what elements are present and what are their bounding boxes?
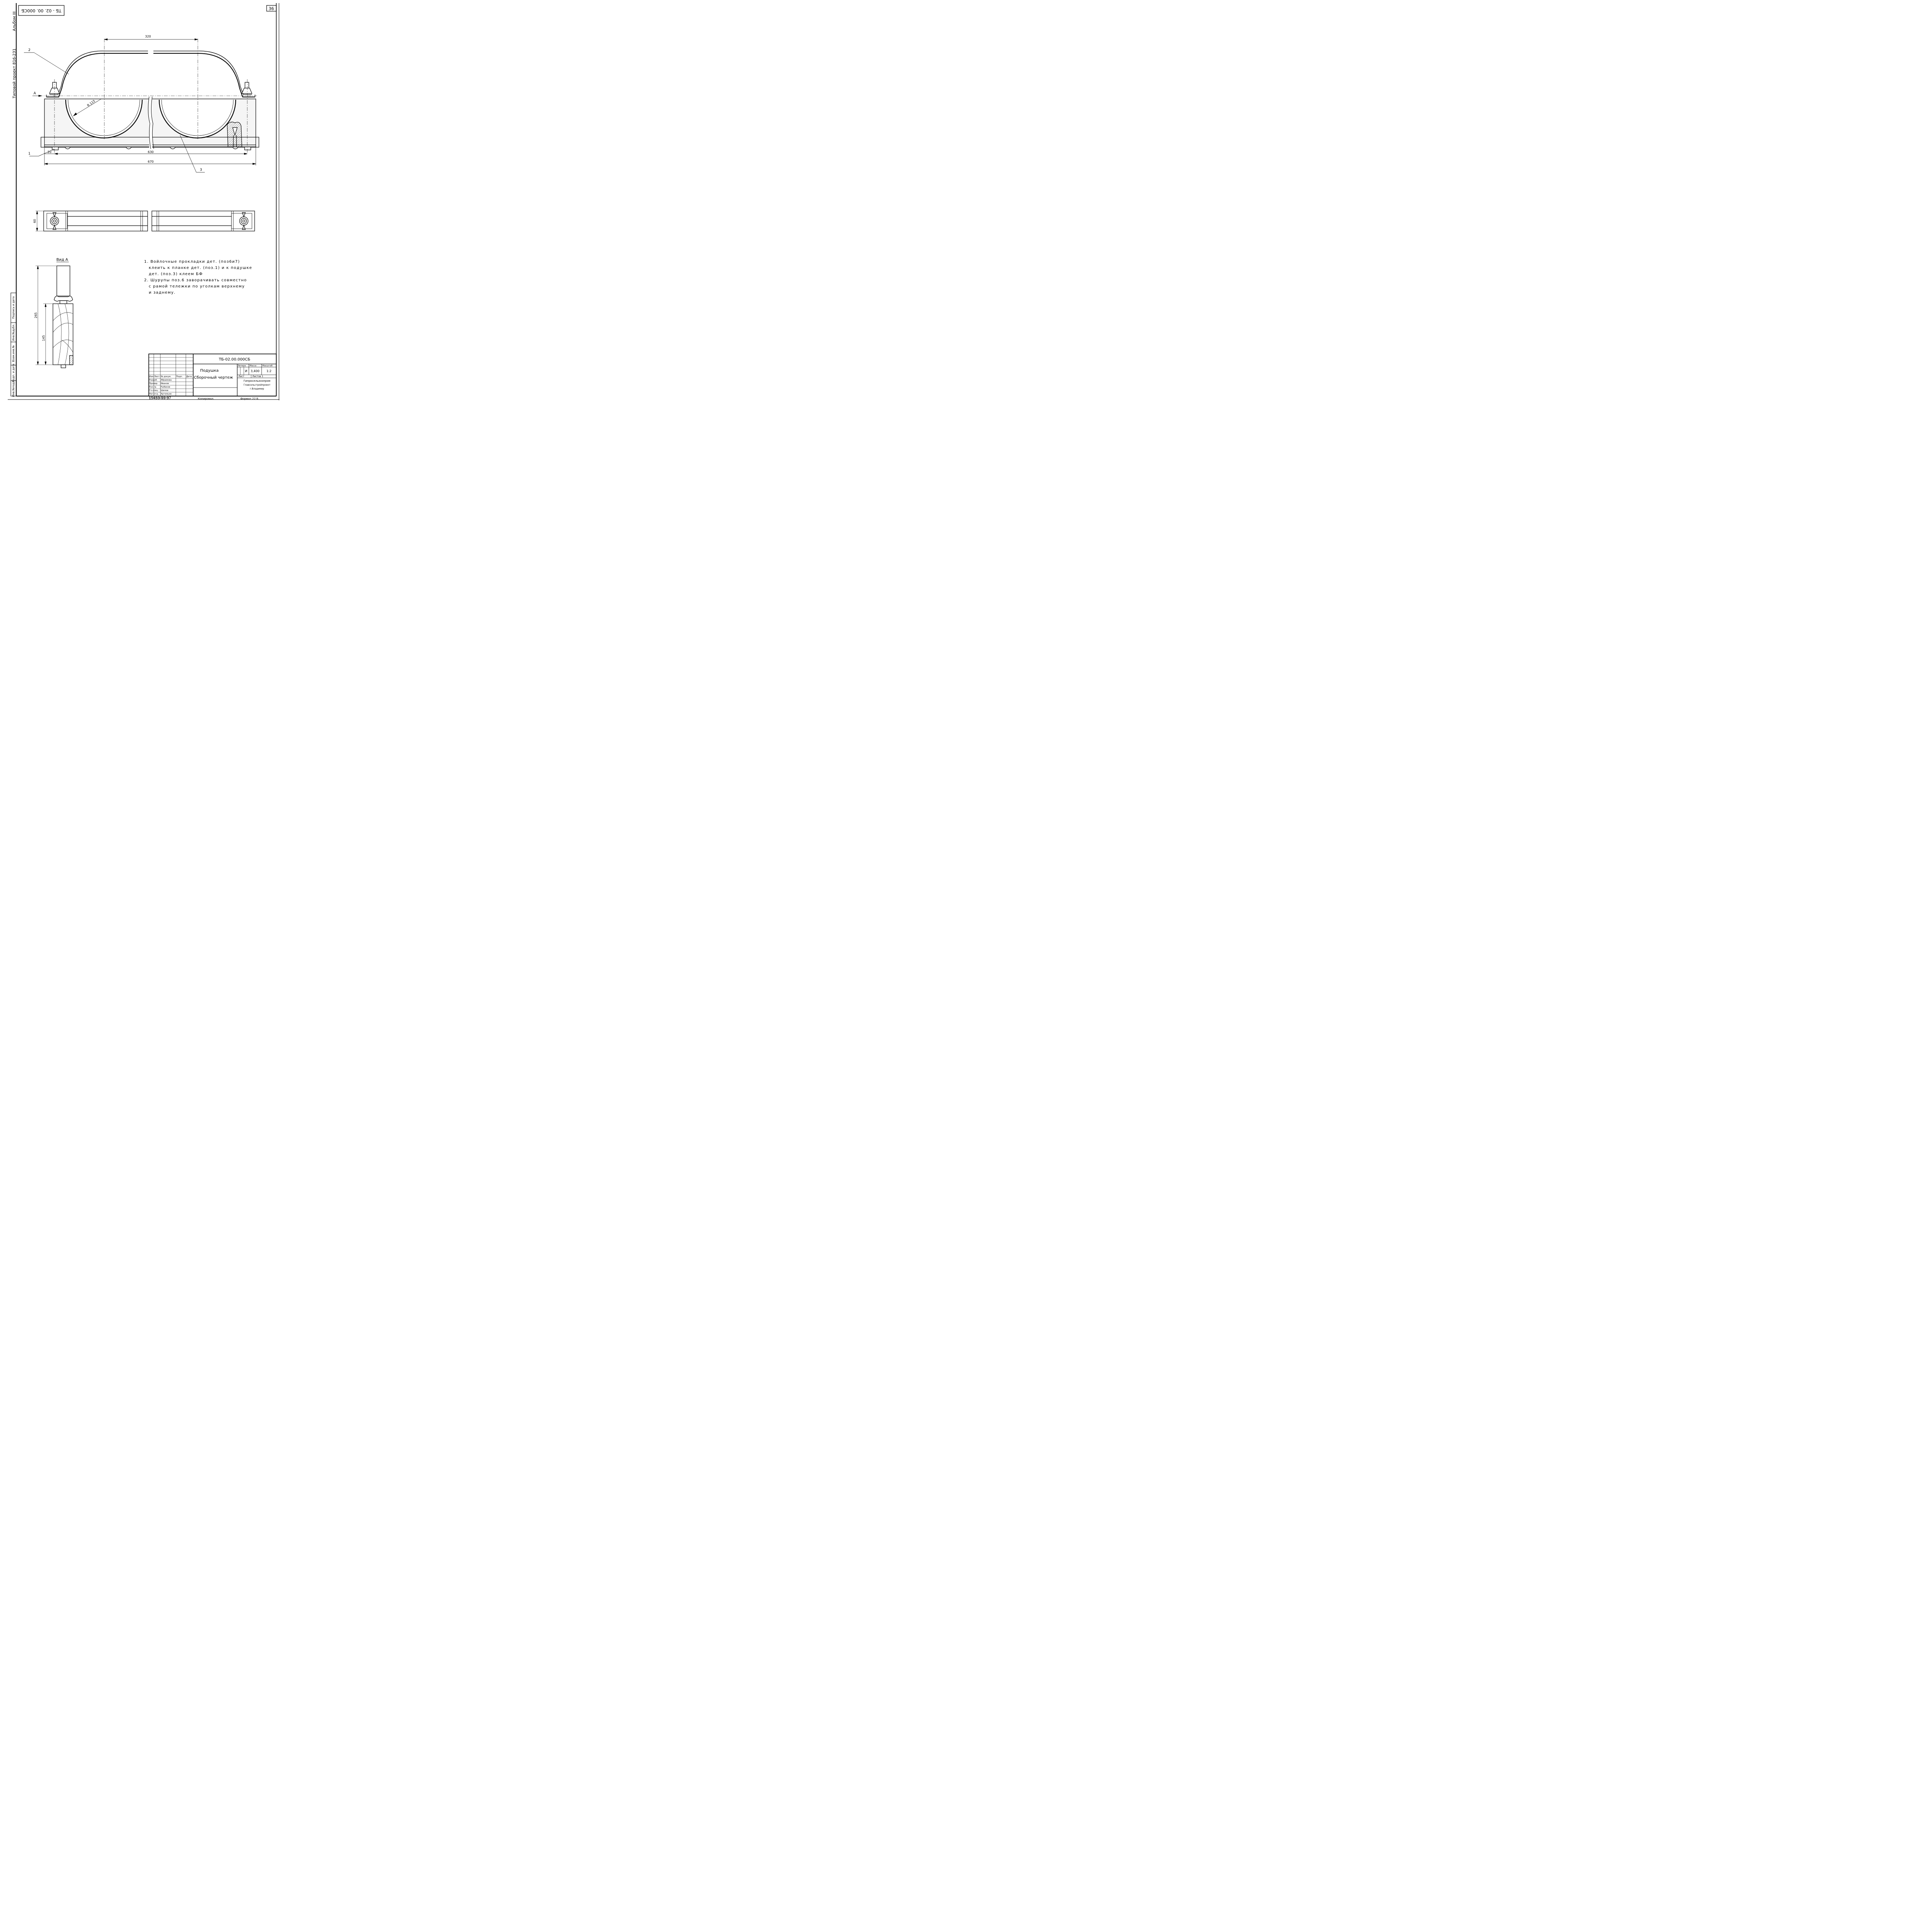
note-line-3: дет. (поз.3) клеем БФ (149, 272, 203, 276)
technical-notes: 1. Войлочные прокладки дет. (поз6и7) кле… (144, 260, 252, 295)
sheet-number: 36 (269, 6, 274, 11)
tb-name-0: Абрамова (161, 379, 172, 381)
project-label: Типовой проект 816-231 (12, 49, 17, 99)
stamp-podpis: Подпись и дата (12, 296, 15, 319)
tb-head-date: Дата (186, 376, 192, 378)
dim-265: 265 (34, 312, 38, 318)
tb-head-list: Лист (154, 376, 160, 378)
note-line-1: 1. Войлочные прокладки дет. (поз6и7) (144, 260, 240, 264)
tb-head-podp: Подп. (176, 376, 183, 378)
note-line-5: с рамой тележки по уголкам верхнему (149, 284, 245, 289)
stamp-vzam: Взам.инв.№ (12, 345, 15, 362)
tb-listov-label: Листов 1 (252, 375, 263, 378)
stamp-inv-podl: Инв.№подл. (12, 380, 15, 397)
view-a-title: Вид А (56, 258, 68, 262)
callout-3: 3 (200, 168, 202, 172)
plan-left-wing-nut (50, 212, 59, 230)
note-line-6: и заднему. (149, 291, 175, 295)
rotated-code-box: ТБ - 02. 00. 000СБ (18, 5, 65, 16)
title-block (148, 354, 277, 396)
front-view (39, 39, 259, 153)
view-a-mark: А (34, 92, 36, 95)
side-stamp: Инв.№подл. Подп. и дата Взам.инв.№ Инв.№… (10, 293, 17, 397)
copied-label: Копировал. (198, 397, 214, 400)
dim-320: 320 (145, 35, 151, 38)
callout-1: 1 (28, 152, 31, 156)
view-a-wing-nut (54, 296, 73, 302)
plan-right-wing-nut (239, 212, 248, 230)
front-dimensions (24, 38, 256, 173)
tb-name-2b: Рыбаков (161, 386, 170, 388)
tb-list-label: Лист (238, 375, 245, 378)
tb-role-5: Гл.инж.пр. (149, 397, 162, 399)
view-a (36, 265, 73, 368)
tb-massa: 3,400 (251, 369, 260, 373)
tb-org-3: г.Владимир (250, 388, 264, 390)
tb-role-3: Гл.спец. (149, 389, 158, 392)
tb-head-izm: Изм (149, 376, 153, 378)
top-strap (46, 53, 255, 97)
tb-name-4: Артемьев (161, 393, 172, 395)
sheet-frame (8, 3, 279, 400)
tb-name-3: Шипов (161, 389, 168, 392)
inventory-number: 15430-03 37 (149, 396, 171, 400)
left-cradle (65, 99, 143, 139)
tb-litera-label: Литера (238, 365, 246, 367)
tb-head-doc: № докум. (161, 376, 171, 378)
album-label: Альбом III (12, 12, 17, 31)
dim-145: 145 (42, 335, 46, 341)
dim-20: 20 (48, 150, 51, 154)
stamp-dubl: Инв.№дубл. (12, 324, 15, 340)
tb-name-2: Сборочный чертеж (194, 376, 233, 380)
tb-massa-label: Масса (250, 365, 257, 367)
right-cradle (158, 99, 236, 139)
title-block-text: ТБ-02.00.000СБ Подушка Сборочный чертеж … (149, 357, 273, 399)
tb-org-2: Главсельстройпроект (243, 384, 270, 386)
dim-670: 670 (148, 160, 153, 163)
stamp-podp-data: Подп. и дата (12, 364, 15, 382)
tb-role-2: Рук.гр. (149, 386, 157, 388)
tb-role-4: Нач.отд. (149, 393, 159, 395)
tb-masshtab-label: Масштаб (262, 365, 273, 367)
tb-code: ТБ-02.00.000СБ (218, 357, 250, 362)
callout-2: 2 (28, 48, 31, 52)
tb-name-1b: Иванов (161, 383, 169, 385)
tb-name-1: Подушка (200, 369, 219, 373)
right-wing-nut (242, 82, 252, 94)
format-label: Формат 22 Б (240, 397, 259, 400)
tb-name-5: Трынов (160, 397, 169, 399)
rotated-code: ТБ - 02. 00. 000СБ (21, 8, 61, 13)
tb-org-1: Гипросельхозпром (243, 379, 270, 383)
tb-masshtab: 1:2 (267, 369, 272, 373)
dim-60: 60 (33, 219, 37, 223)
note-line-2: клеить к планке дет. (поз.1) и к подушке (149, 266, 252, 270)
tb-role-0: Разраб. (149, 379, 158, 381)
tb-litera: И (245, 369, 247, 373)
tb-role-1: Провер. (149, 383, 158, 385)
plan-view (36, 211, 255, 231)
note-line-4: 2. Шурупы поз.6 заворачивать совместно (144, 278, 247, 282)
drawing-sheet: 36 ТБ - 02. 00. 000СБ Типовой проект 816… (8, 3, 279, 400)
dim-630: 630 (148, 150, 153, 154)
